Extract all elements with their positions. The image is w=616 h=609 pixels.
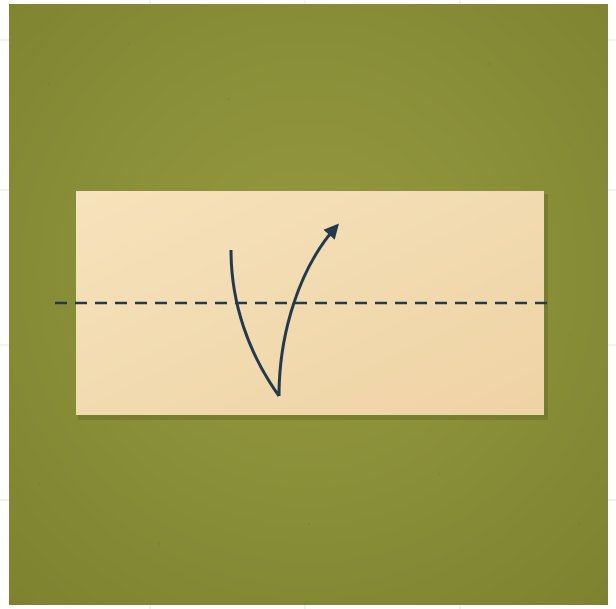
origami-photo bbox=[9, 4, 608, 605]
